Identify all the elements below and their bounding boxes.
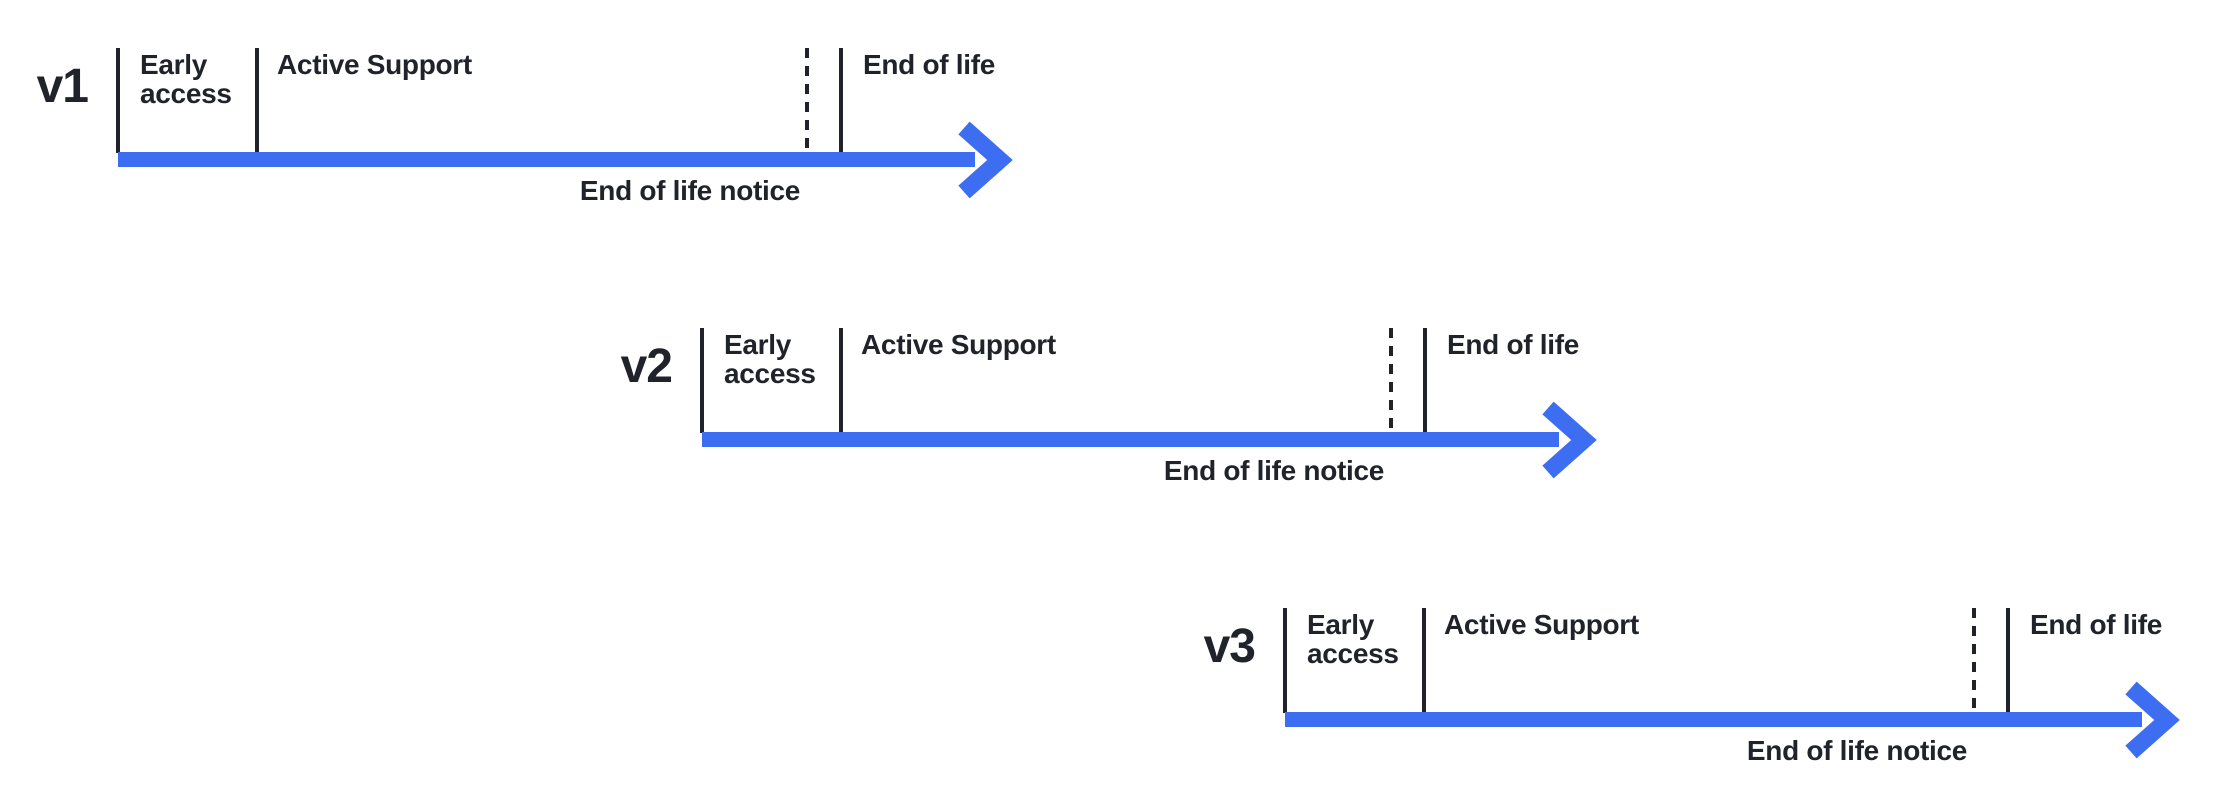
arrow-head-icon xyxy=(1542,401,1597,479)
version-label: v2 xyxy=(620,340,673,393)
version-label: v3 xyxy=(1203,620,1256,673)
tick-early-access-start xyxy=(116,48,120,153)
end-of-life-notice-dashed-line xyxy=(1972,608,1976,708)
version-label: v1 xyxy=(36,60,89,113)
end-of-life-notice-dashed-line xyxy=(805,48,809,148)
timeline-row-v2: v2 Early access Active Support End of li… xyxy=(621,328,1652,558)
tick-end-of-life xyxy=(2006,608,2010,713)
tick-end-of-life xyxy=(1423,328,1427,433)
early-access-label: Early access xyxy=(724,329,816,389)
active-support-label: Active Support xyxy=(861,329,1056,360)
end-of-life-label: End of life xyxy=(863,49,996,80)
timeline-row-v1: v1 Early access Active Support End of li… xyxy=(37,48,1068,278)
timeline-row-v3: v3 Early access Active Support End of li… xyxy=(1204,608,2228,812)
timeline-arrow-shaft xyxy=(118,152,975,167)
tick-early-access-start xyxy=(1283,608,1287,713)
early-access-label: Early access xyxy=(1307,609,1399,669)
tick-active-support-start xyxy=(255,48,259,153)
timeline-arrow-shaft xyxy=(702,432,1559,447)
end-of-life-notice-label: End of life notice xyxy=(579,175,801,206)
active-support-label: Active Support xyxy=(1444,609,1639,640)
arrow-head-icon xyxy=(2125,681,2180,759)
active-support-label: Active Support xyxy=(277,49,472,80)
tick-active-support-start xyxy=(1422,608,1426,713)
end-of-life-notice-label: End of life notice xyxy=(1163,455,1385,486)
end-of-life-notice-label: End of life notice xyxy=(1746,735,1968,766)
tick-active-support-start xyxy=(839,328,843,433)
tick-early-access-start xyxy=(700,328,704,433)
end-of-life-label: End of life xyxy=(2030,609,2163,640)
tick-end-of-life xyxy=(839,48,843,153)
arrow-head-icon xyxy=(958,121,1013,199)
early-access-label: Early access xyxy=(140,49,232,109)
end-of-life-notice-dashed-line xyxy=(1389,328,1393,428)
timeline-arrow-shaft xyxy=(1285,712,2142,727)
end-of-life-label: End of life xyxy=(1447,329,1580,360)
